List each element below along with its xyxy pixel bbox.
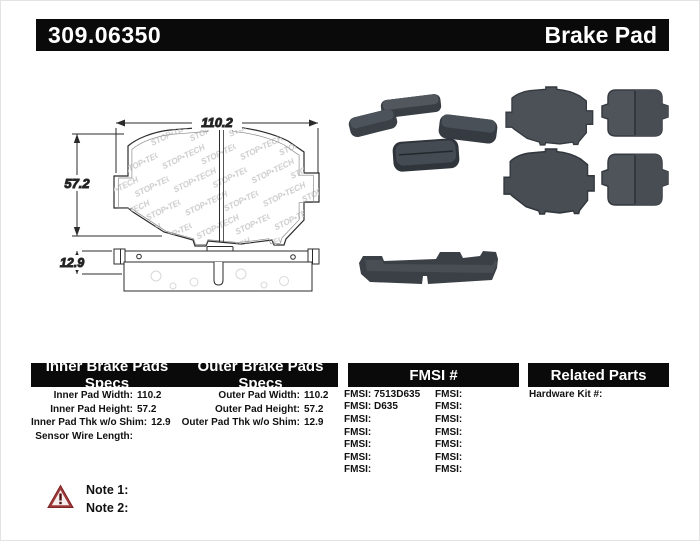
- product-type-title: Brake Pad: [544, 21, 657, 48]
- spec-row: Inner Pad Thk w/o Shim:12.9: [31, 417, 171, 429]
- fmsi-entry: FMSI:: [435, 439, 463, 451]
- spec-row: Outer Pad Width:110.2: [218, 390, 329, 402]
- fmsi-entry: FMSI:: [344, 464, 372, 476]
- fmsi-entry: FMSI: D635: [344, 401, 398, 413]
- related-parts-header-bar: Related Parts: [528, 363, 669, 387]
- fmsi-entry: FMSI: 7513D635: [344, 388, 421, 400]
- photo-pads-perspective: [348, 94, 498, 172]
- dimension-height: 57.2: [53, 133, 162, 237]
- inner-specs-header: Inner Brake Pads Specs: [45, 358, 169, 392]
- fmsi-entry: FMSI:: [344, 426, 372, 438]
- fmsi-entry: FMSI:: [435, 413, 463, 425]
- photo-pads-flat: [503, 86, 669, 215]
- specs-header-bar: Inner Brake Pads Specs Outer Brake Pads …: [31, 358, 338, 392]
- dimension-width: 110.2: [115, 115, 319, 173]
- spec-row: Outer Pad Thk w/o Shim:12.9: [181, 417, 324, 429]
- fmsi-entry: FMSI:: [435, 401, 463, 413]
- pad-front-view: [113, 121, 320, 247]
- fmsi-header-bar: FMSI #: [348, 363, 519, 387]
- note-2-label: Note 2:: [86, 501, 129, 515]
- thickness-dim-label: 12.9: [60, 256, 84, 270]
- fmsi-entry: FMSI:: [344, 413, 372, 425]
- related-parts-header: Related Parts: [550, 366, 647, 384]
- spec-row: Outer Pad Height:57.2: [214, 403, 324, 415]
- note-1-label: Note 1:: [86, 483, 129, 497]
- pad-side-view: [113, 246, 320, 292]
- fmsi-entry: FMSI:: [435, 388, 463, 400]
- fmsi-entry: FMSI:: [435, 426, 463, 438]
- fmsi-column-2: FMSI: FMSI: FMSI: FMSI: FMSI: FMSI: FMSI…: [435, 388, 519, 476]
- height-dim-label: 57.2: [64, 176, 90, 191]
- fmsi-entry: FMSI:: [344, 439, 372, 451]
- fmsi-entry: FMSI:: [435, 464, 463, 476]
- warning-icon: [47, 484, 74, 508]
- part-number: 309.06350: [48, 21, 162, 48]
- fmsi-column-1: FMSI: 7513D635 FMSI: D635 FMSI: FMSI: FM…: [344, 388, 436, 476]
- fmsi-entry: FMSI:: [344, 451, 372, 463]
- dimension-thickness: 12.9: [49, 250, 122, 275]
- inner-specs-column: Inner Pad Width:110.2 Inner Pad Height:5…: [31, 389, 171, 443]
- related-parts-column: Hardware Kit #:: [529, 389, 602, 400]
- spec-row: Inner Pad Height:57.2: [50, 403, 157, 415]
- hardware-kit-row: Hardware Kit #:: [529, 389, 603, 400]
- photo-pad-edge: [359, 251, 498, 284]
- header-bar: 309.06350 Brake Pad: [36, 19, 669, 51]
- spec-row: Sensor Wire Length:: [35, 430, 133, 442]
- fmsi-entry: FMSI:: [435, 451, 463, 463]
- fmsi-header: FMSI #: [409, 366, 458, 384]
- product-photos: [348, 86, 669, 284]
- outer-specs-column: Outer Pad Width:110.2 Outer Pad Height:5…: [173, 389, 334, 430]
- technical-drawing: STOP•TECH STOP•TECH 110.2: [49, 115, 320, 292]
- outer-specs-header: Outer Brake Pads Specs: [197, 358, 324, 392]
- spec-row: Inner Pad Width:110.2: [53, 390, 162, 402]
- width-dim-label: 110.2: [201, 115, 233, 130]
